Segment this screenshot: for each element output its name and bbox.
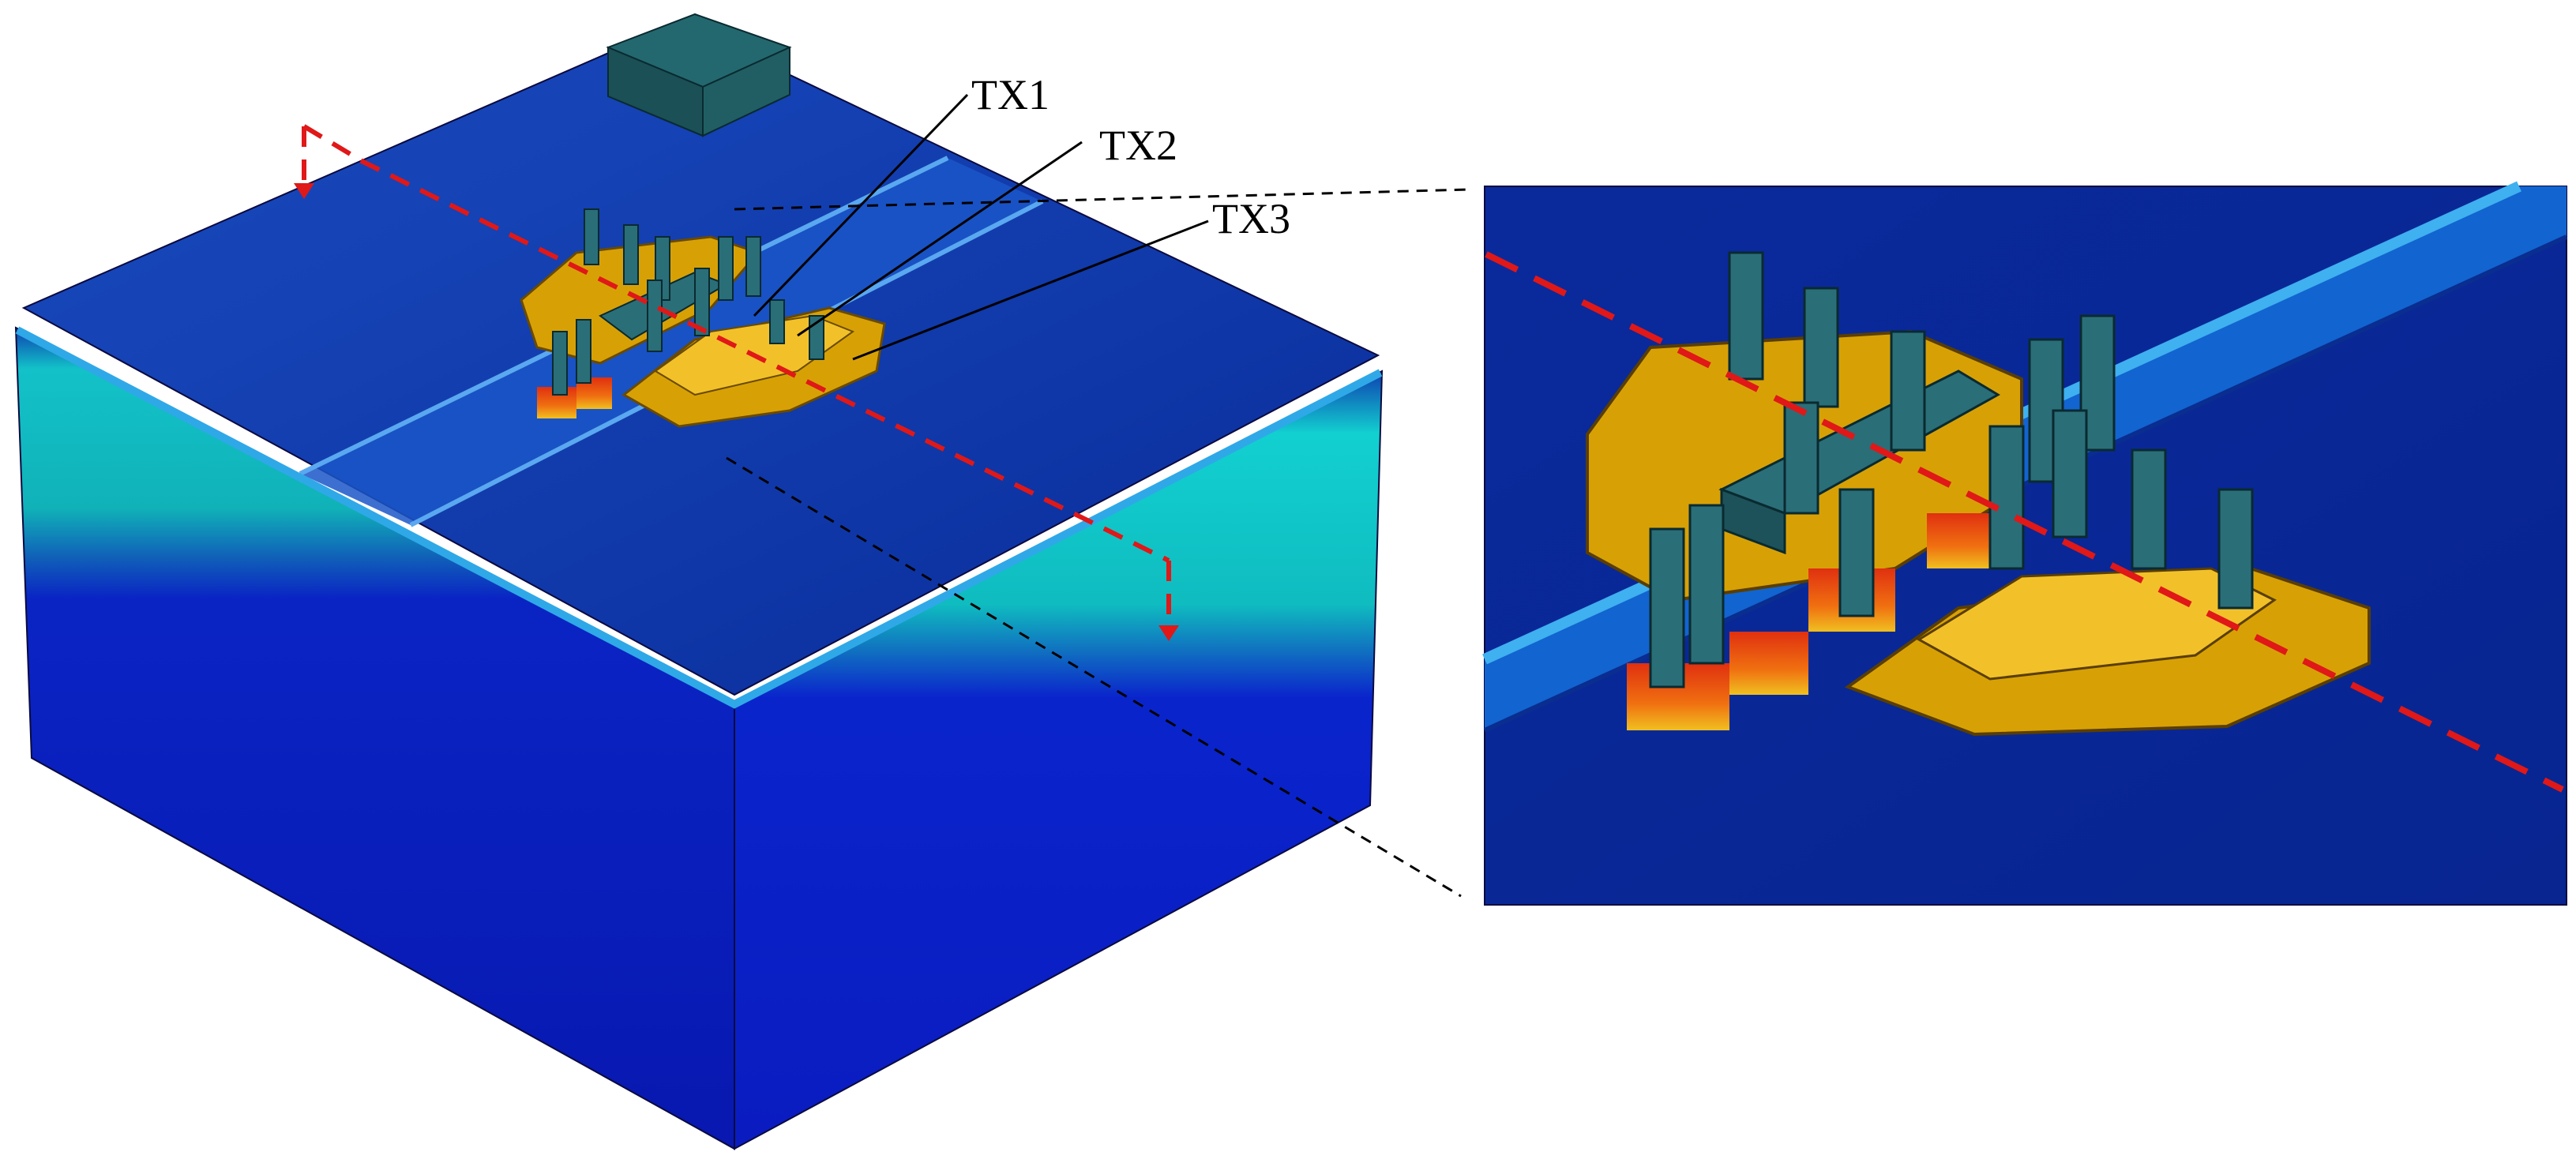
label-tx3: TX3 (1212, 195, 1290, 242)
label-tx2: TX2 (1099, 122, 1177, 169)
zoom-inset (1482, 181, 2568, 906)
cut-arrow-left (294, 183, 314, 199)
inset-contact-pillars (1649, 251, 2254, 688)
inset-hot-contact-4 (1927, 513, 1998, 568)
cut-arrow-right (1158, 625, 1179, 641)
label-tx1: TX1 (971, 71, 1050, 118)
label-leaders (753, 93, 1209, 361)
top-trench (300, 158, 1042, 525)
inset-cut-line (1485, 251, 2564, 793)
cut-line-main (302, 124, 1171, 632)
top-rim (15, 326, 1383, 709)
inset-gate-ring-inner (1917, 567, 2277, 681)
top-pad (606, 13, 792, 137)
substrate-block (14, 21, 1384, 1150)
zoom-guides (726, 188, 1470, 898)
inset-trench (1485, 186, 2567, 730)
inset-hot-contact-2 (1729, 632, 1808, 695)
contact-pillars (552, 208, 824, 396)
